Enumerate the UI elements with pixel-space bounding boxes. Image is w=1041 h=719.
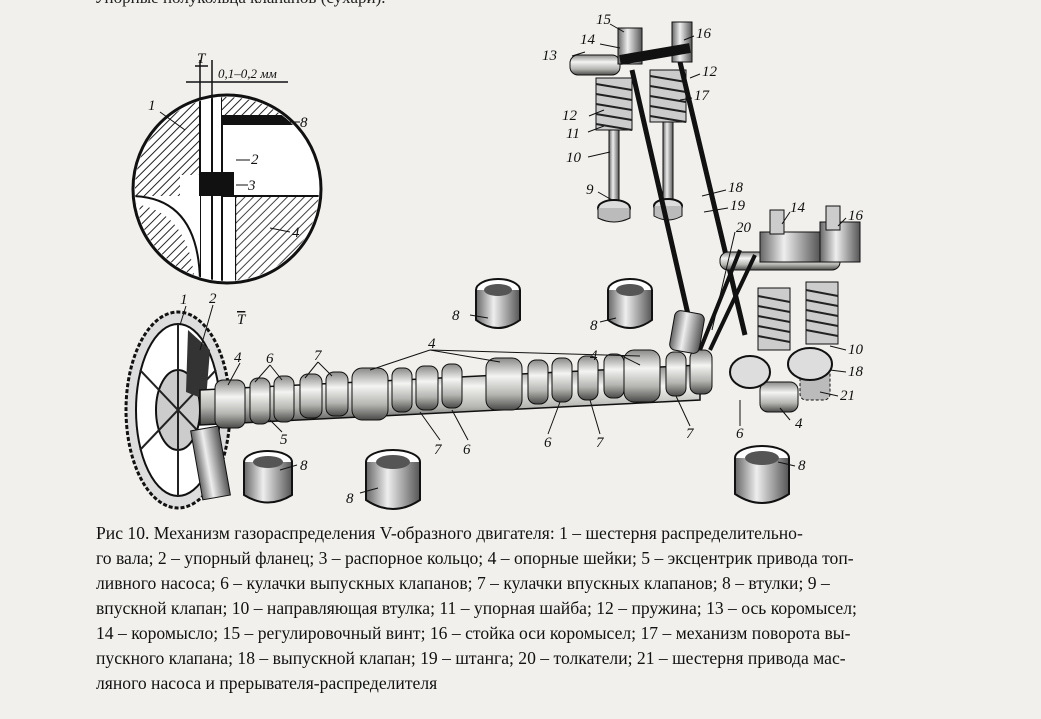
valve-spring bbox=[595, 77, 633, 131]
label-13: 13 bbox=[542, 48, 557, 64]
caption-line: ливного насоса; 6 – кулачки выпускных кл… bbox=[96, 573, 830, 593]
label-8: 8 bbox=[590, 318, 598, 334]
label-18: 18 bbox=[728, 180, 744, 196]
label-9: 9 bbox=[586, 182, 594, 198]
label-5: 5 bbox=[280, 432, 288, 448]
upper-valve-assembly bbox=[569, 21, 748, 346]
label-12: 12 bbox=[702, 64, 718, 80]
part-number-labels: 1 2 T 4 6 7 4 4 5 7 6 6 7 7 6 4 8 8 8 8 … bbox=[180, 12, 864, 507]
label-16: 16 bbox=[848, 208, 864, 224]
label-7: 7 bbox=[686, 426, 695, 442]
label-4: 4 bbox=[234, 350, 242, 366]
bushing bbox=[607, 278, 653, 329]
caption-line: го вала; 2 – упорный фланец; 3 – распорн… bbox=[96, 548, 854, 568]
label-8: 8 bbox=[452, 308, 460, 324]
label-6: 6 bbox=[266, 351, 274, 367]
inset-label-4: 4 bbox=[292, 225, 300, 241]
label-t: T bbox=[237, 312, 247, 328]
label-4: 4 bbox=[428, 336, 436, 352]
inset-label-1: 1 bbox=[148, 98, 156, 114]
label-11: 11 bbox=[566, 126, 580, 142]
leader-lines bbox=[179, 23, 847, 494]
label-6: 6 bbox=[463, 442, 471, 458]
bushing bbox=[475, 278, 521, 329]
label-1: 1 bbox=[180, 292, 188, 308]
label-14: 14 bbox=[790, 200, 806, 216]
label-7: 7 bbox=[314, 348, 323, 364]
caption-line: Рис 10. Механизм газораспределения V-обр… bbox=[96, 523, 803, 543]
figure-caption: Рис 10. Механизм газораспределения V-обр… bbox=[96, 521, 1026, 696]
label-8: 8 bbox=[346, 491, 354, 507]
inset-label-2: 2 bbox=[251, 152, 259, 168]
label-10: 10 bbox=[566, 150, 582, 166]
label-6: 6 bbox=[736, 426, 744, 442]
inset-t-mark: T bbox=[197, 51, 207, 67]
label-12: 12 bbox=[562, 108, 578, 124]
label-20: 20 bbox=[736, 220, 752, 236]
label-18: 18 bbox=[848, 364, 864, 380]
inset-detail-circle: T 0,1–0,2 мм 1 8 2 3 4 bbox=[131, 51, 323, 285]
camshaft bbox=[124, 310, 831, 510]
label-7: 7 bbox=[434, 442, 443, 458]
label-6: 6 bbox=[544, 435, 552, 451]
caption-line: впускной клапан; 10 – направляющая втулк… bbox=[96, 598, 857, 618]
bushing bbox=[734, 445, 790, 504]
bushing bbox=[365, 449, 421, 510]
top-cut-text: Упорные полукольца клапанов (сухари). bbox=[94, 0, 386, 8]
inset-clearance-label: 0,1–0,2 мм bbox=[218, 66, 277, 81]
valve-spring bbox=[649, 69, 687, 123]
label-8: 8 bbox=[798, 458, 806, 474]
label-10: 10 bbox=[848, 342, 864, 358]
valve-train-diagram: T 0,1–0,2 мм 1 8 2 3 4 bbox=[124, 12, 864, 510]
label-17: 17 bbox=[694, 88, 711, 104]
label-2: 2 bbox=[209, 291, 217, 307]
label-15: 15 bbox=[596, 12, 612, 28]
label-14: 14 bbox=[580, 32, 596, 48]
inset-label-3: 3 bbox=[247, 178, 256, 194]
label-19: 19 bbox=[730, 198, 746, 214]
lower-valve-assembly bbox=[669, 205, 861, 389]
valve-spring bbox=[757, 287, 791, 351]
label-8: 8 bbox=[300, 458, 308, 474]
label-21: 21 bbox=[840, 388, 855, 404]
label-4: 4 bbox=[795, 416, 803, 432]
label-7: 7 bbox=[596, 435, 605, 451]
label-16: 16 bbox=[696, 26, 712, 42]
label-4: 4 bbox=[590, 348, 598, 364]
valve-spring bbox=[805, 281, 839, 345]
inset-label-8: 8 bbox=[300, 115, 308, 131]
bushings bbox=[243, 278, 790, 510]
caption-line: 14 – коромысло; 15 – регулировочный винт… bbox=[96, 623, 851, 643]
caption-line: пускного клапана; 18 – выпускной клапан;… bbox=[96, 648, 846, 668]
bushing bbox=[243, 450, 293, 504]
camshaft-gear bbox=[124, 310, 232, 510]
caption-line: ляного насоса и прерывателя-распределите… bbox=[96, 673, 438, 693]
